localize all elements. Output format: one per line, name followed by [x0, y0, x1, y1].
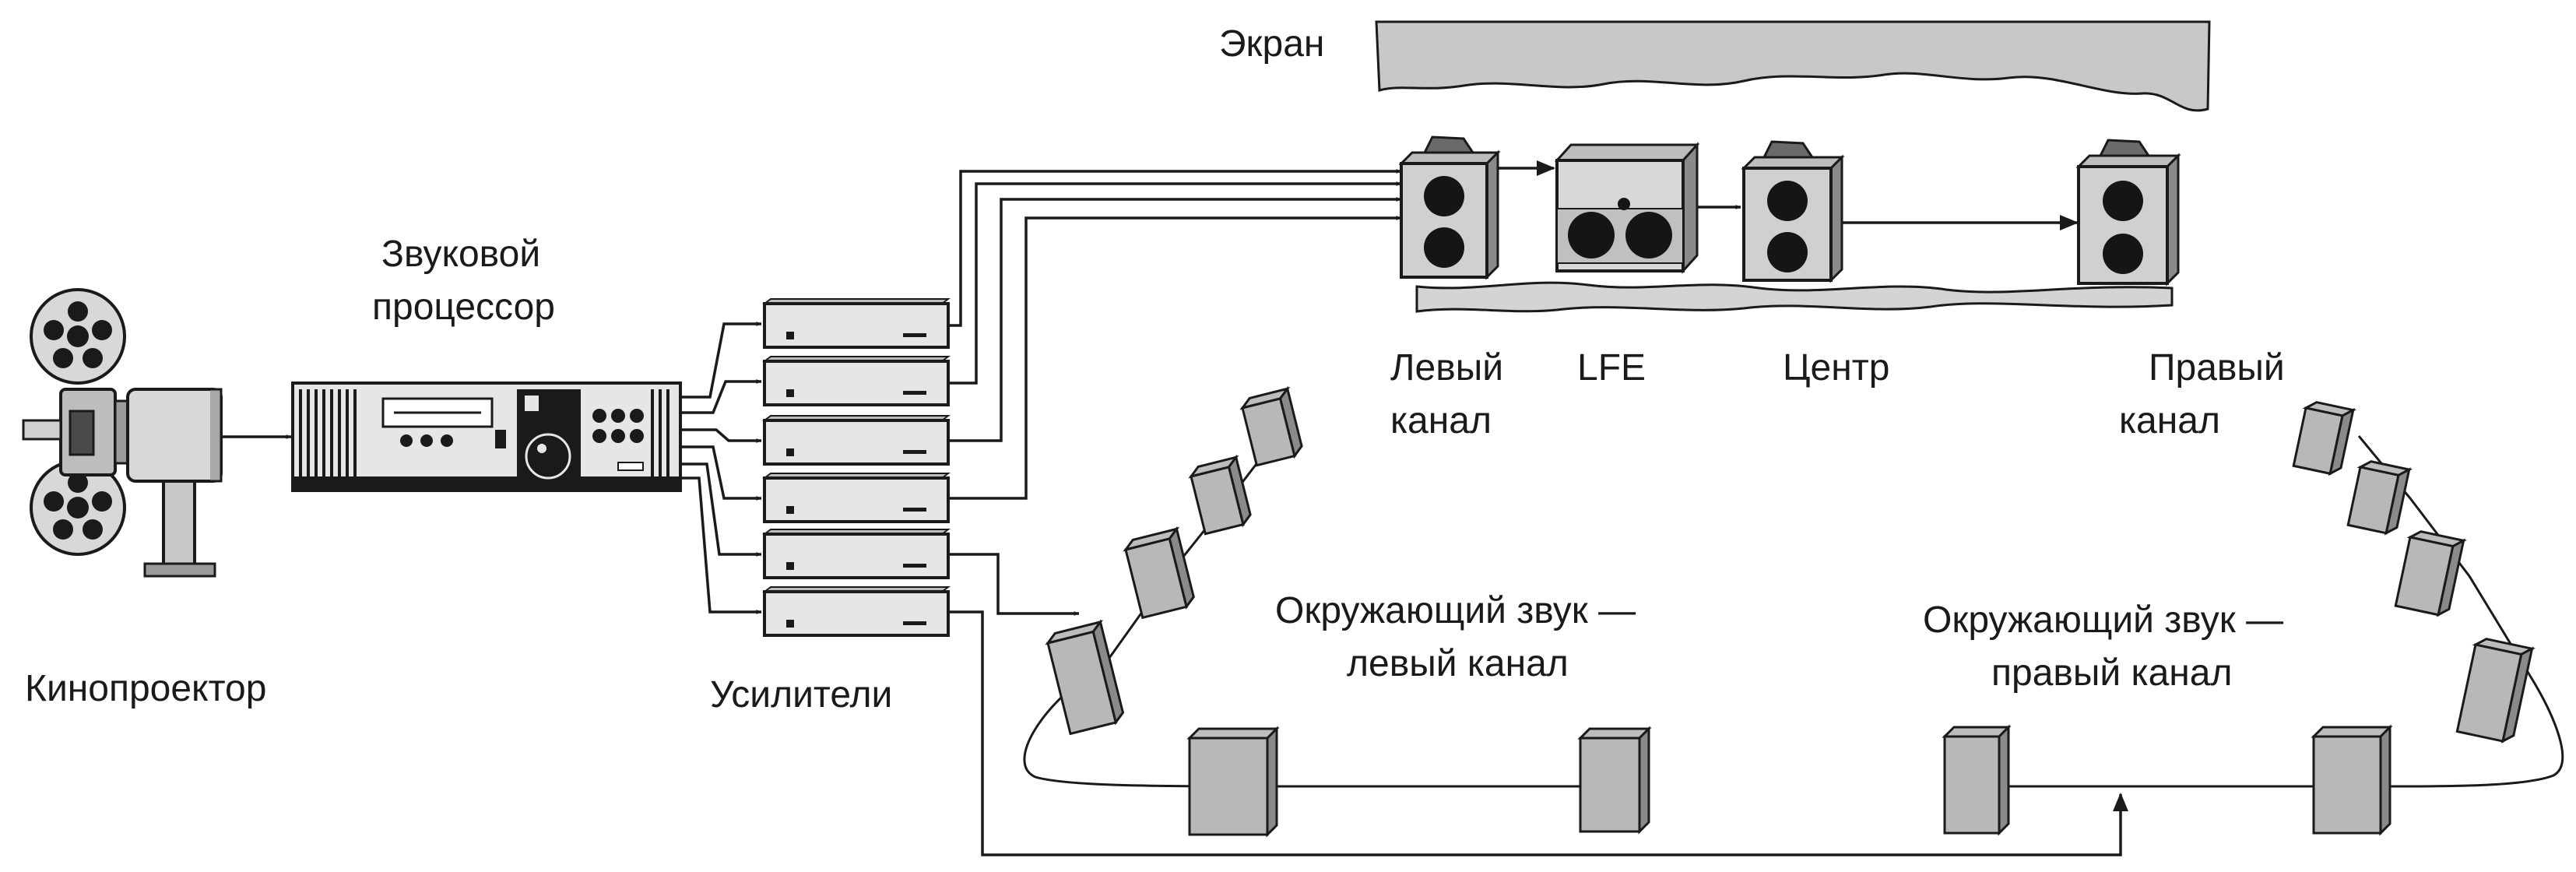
film-projector-icon — [22, 288, 223, 578]
projector-label: Кинопроектор — [25, 668, 266, 709]
right-channel-label-line2: канал — [2119, 400, 2220, 441]
speaker-icon — [1577, 726, 1652, 835]
amplifiers-label: Усилители — [710, 674, 892, 716]
amplifier-4 — [762, 473, 951, 523]
processor-to-amplifier-wires — [682, 322, 762, 614]
surround-left-label-line2: левый канал — [1347, 643, 1569, 684]
front-left-speaker — [1398, 135, 1501, 280]
screen — [1375, 20, 2211, 112]
surround-right-label-line2: правый канал — [1991, 652, 2233, 694]
surround-right-label-line1: Окружающий звук — — [1923, 600, 2283, 641]
screen-label: Экран — [1219, 23, 1324, 65]
speaker-icon — [2455, 638, 2536, 744]
amplifier-stack — [762, 298, 951, 637]
speaker-icon — [1045, 619, 1125, 736]
amplifier-2 — [762, 356, 951, 406]
sound-processor-label-line2: процессор — [372, 287, 555, 328]
speaker-icon — [1942, 724, 2012, 836]
amplifier-3 — [762, 415, 951, 466]
left-channel-label-line1: Левый — [1390, 347, 1503, 389]
stage-floor — [1415, 281, 2174, 313]
left-channel-label-line2: канал — [1390, 400, 1492, 441]
surround-right-speakers — [1942, 401, 2536, 836]
speaker-icon — [1239, 385, 1303, 467]
amplifier-1 — [762, 298, 951, 349]
speaker-icon — [1188, 454, 1252, 536]
sound-processor-label-line1: Звуковой — [381, 234, 540, 275]
speaker-icon — [2394, 530, 2467, 617]
surround-left-speakers — [1045, 385, 1652, 838]
surround-right-chain — [1946, 435, 2564, 788]
speaker-icon — [1123, 526, 1195, 620]
front-right-speaker — [2075, 139, 2181, 287]
amplifier-to-front-wires — [948, 160, 2079, 500]
lfe-label: LFE — [1577, 347, 1646, 389]
sound-processor-icon — [291, 382, 682, 492]
speaker-icon — [2346, 460, 2413, 536]
surround-wires — [948, 553, 2128, 856]
right-channel-label-line1: Правый — [2149, 347, 2285, 389]
speaker-icon — [2311, 724, 2393, 836]
center-speaker — [1741, 140, 1845, 283]
center-label: Центр — [1783, 347, 1889, 389]
amplifier-5 — [762, 529, 951, 579]
subwoofer-icon — [1554, 142, 1700, 274]
speaker-icon — [2292, 401, 2357, 476]
surround-left-label-line1: Окружающий звук — — [1275, 590, 1636, 631]
amplifier-6 — [762, 586, 951, 637]
speaker-icon — [1186, 726, 1280, 838]
